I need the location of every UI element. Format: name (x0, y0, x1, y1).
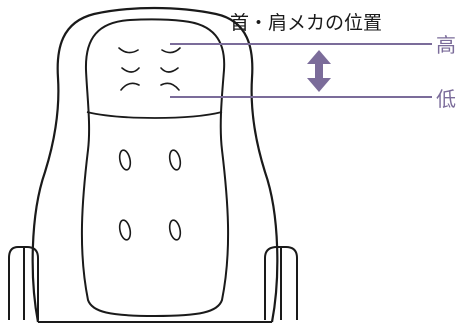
neck-node-upper-left (118, 47, 139, 54)
label-low: 低 (436, 87, 456, 111)
back-node-upper-left (118, 149, 132, 171)
neck-node-mid-right (160, 67, 179, 73)
seat-back-inner-panel (80, 18, 230, 318)
double-arrow-icon (307, 50, 331, 92)
neck-shoulder-nodes (118, 47, 181, 91)
back-node-lower-left (118, 219, 132, 241)
neck-node-mid-left (121, 67, 140, 73)
diagram-title: 首・肩メカの位置 (230, 12, 382, 34)
neck-node-low-right (160, 82, 180, 91)
neck-zone-separator (86, 111, 223, 119)
seat-back-outer (31, 6, 279, 323)
left-armrest (8, 246, 39, 320)
right-armrest (264, 246, 298, 320)
neck-node-upper-right (161, 47, 181, 54)
back-massage-nodes (118, 149, 182, 241)
label-high: 高 (436, 33, 456, 57)
back-node-lower-right (168, 219, 182, 241)
neck-node-low-left (120, 82, 140, 91)
back-node-upper-right (168, 149, 182, 171)
